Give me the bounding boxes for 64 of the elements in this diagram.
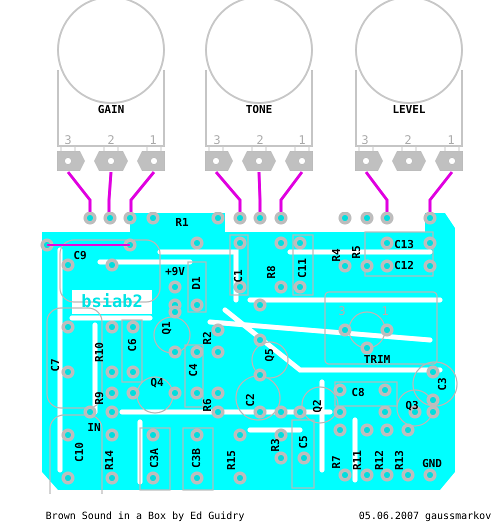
component-label: C3B: [191, 448, 203, 468]
pin-number: 3: [64, 134, 72, 146]
component-label: TRIM: [364, 354, 390, 366]
component-label: +9V: [165, 266, 185, 278]
component-label: R6: [202, 398, 214, 412]
component-label: R3: [270, 438, 282, 452]
component-label: GND: [422, 458, 442, 470]
component-label: C12: [394, 260, 414, 272]
component-label: R14: [104, 450, 116, 470]
wire: [130, 171, 156, 212]
component-label: IN: [87, 422, 101, 434]
component-label: C11: [297, 258, 309, 278]
component-label: Q1: [161, 321, 173, 335]
component-label: R10: [94, 342, 106, 362]
component-label: C1: [233, 269, 245, 283]
component-label: Q4: [150, 377, 164, 389]
component-label: R4: [331, 248, 343, 262]
component-label: R7: [331, 455, 343, 469]
component-label: R11: [352, 450, 364, 470]
component-label: C2: [245, 393, 257, 407]
wire: [428, 171, 454, 212]
pot-label: TONE: [246, 104, 272, 116]
component-label: C3A: [149, 448, 161, 468]
component-label: C9: [73, 250, 87, 262]
pot-label: GAIN: [98, 104, 124, 116]
component-label: C6: [127, 338, 139, 352]
wire: [364, 171, 388, 212]
mirrored-board-text: bsiab2: [81, 293, 143, 311]
component-label: C10: [74, 442, 86, 462]
component-label: R5: [351, 245, 363, 259]
pin-number: 3: [338, 305, 346, 317]
pin-number: 1: [381, 305, 389, 317]
wire: [280, 171, 304, 212]
component-label: C5: [298, 435, 310, 449]
pin-number: 2: [107, 134, 115, 146]
component-label: D1: [191, 276, 203, 290]
date-text: 05.06.2007 gaussmarkov: [358, 511, 492, 523]
component-label: C7: [50, 358, 62, 372]
component-label: C13: [394, 239, 414, 251]
pin-number: 1: [447, 134, 455, 146]
component-label: R13: [394, 450, 406, 470]
credit-text: Brown Sound in a Box by Ed Guidry: [46, 511, 244, 523]
pin-number: 1: [149, 134, 157, 146]
component-label: R1: [175, 217, 189, 229]
component-label: R2: [202, 331, 214, 345]
wire: [66, 171, 92, 212]
component-label: R15: [226, 450, 238, 470]
component-label: Q5: [264, 348, 276, 362]
wire: [108, 172, 112, 212]
pin-number: 3: [361, 134, 369, 146]
wire: [258, 172, 262, 212]
wire: [214, 171, 242, 212]
component-label: C3: [437, 377, 449, 391]
component-label: Q2: [312, 399, 324, 413]
pin-number: 3: [213, 134, 221, 146]
pin-number: 2: [256, 134, 264, 146]
component-label: C4: [188, 363, 200, 377]
pot-label: LEVEL: [392, 104, 426, 116]
pin-number: 1: [298, 134, 306, 146]
component-label: R9: [94, 391, 106, 405]
pin-number: 2: [404, 134, 412, 146]
component-label: R12: [374, 450, 386, 470]
component-label: C8: [351, 387, 365, 399]
component-label: R8: [266, 265, 278, 279]
